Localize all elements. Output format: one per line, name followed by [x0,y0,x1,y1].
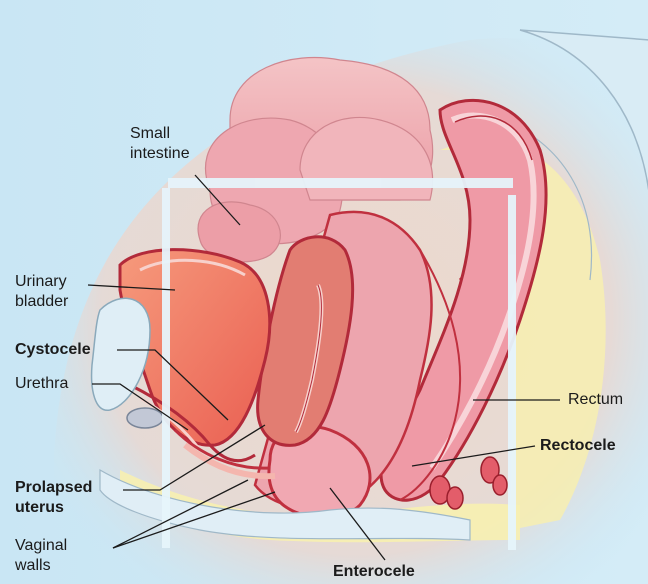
label-urinary-bladder-line2: bladder [15,292,68,312]
label-urinary-bladder: Urinary bladder [15,272,68,312]
label-rectocele: Rectocele [540,436,616,456]
label-prolapsed-uterus-line1: Prolapsed [15,478,92,498]
label-prolapsed-uterus: Prolapsed uterus [15,478,92,518]
label-vaginal-walls-line1: Vaginal [15,536,67,556]
label-small-intestine-line2: intestine [130,144,190,164]
clitoris [127,408,163,428]
label-cystocele: Cystocele [15,340,91,360]
label-urethra: Urethra [15,374,68,394]
label-vaginal-walls: Vaginal walls [15,536,67,576]
label-vaginal-walls-line2: walls [15,556,67,576]
label-urinary-bladder-line1: Urinary [15,272,68,292]
label-enterocele: Enterocele [333,562,415,582]
label-prolapsed-uterus-line2: uterus [15,498,92,518]
label-small-intestine: Small intestine [130,124,190,164]
label-rectum: Rectum [568,390,623,410]
label-small-intestine-line1: Small [130,124,190,144]
